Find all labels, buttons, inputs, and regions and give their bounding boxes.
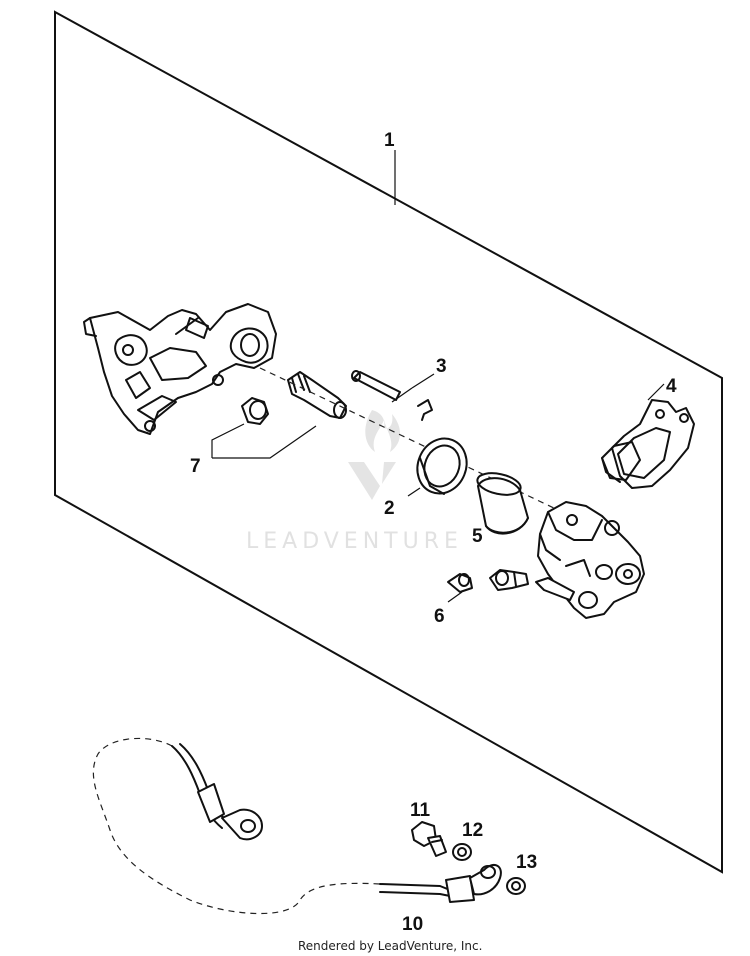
leader-3 xyxy=(391,387,413,403)
callout-6: 6 xyxy=(434,606,445,627)
watermark-text: LEADVENTURE xyxy=(246,529,463,554)
bracket-pin-kit xyxy=(241,371,347,425)
callout-13: 13 xyxy=(516,852,537,873)
caliper-bracket xyxy=(83,303,277,435)
caliper-body xyxy=(535,501,645,619)
leader-2 xyxy=(407,487,421,497)
sealing-washer-upper xyxy=(452,843,472,861)
callout-11: 11 xyxy=(410,800,431,821)
callout-10: 10 xyxy=(402,914,423,935)
bleeder-kit xyxy=(447,569,529,593)
rendered-by-footer: Rendered by LeadVenture, Inc. xyxy=(298,939,482,953)
caliper-piston xyxy=(476,472,529,535)
leader-4 xyxy=(647,383,665,401)
callout-3: 3 xyxy=(436,356,447,377)
callout-4: 4 xyxy=(666,376,677,397)
banjo-bolt xyxy=(411,821,447,857)
brake-pads xyxy=(601,399,695,489)
leader-7a xyxy=(211,423,245,458)
kit-panel xyxy=(54,10,723,874)
leader-6 xyxy=(447,591,463,603)
callout-12: 12 xyxy=(462,820,483,841)
piston-seal xyxy=(416,437,468,495)
pad-pin-kit xyxy=(351,370,433,421)
leader-7b xyxy=(212,425,317,459)
callout-1: 1 xyxy=(384,130,395,151)
watermark: LEADVENTURE xyxy=(246,410,463,554)
callout-2: 2 xyxy=(384,498,395,519)
sealing-washer-lower xyxy=(506,877,526,895)
callout-5: 5 xyxy=(472,526,483,547)
brake-hose-assembly xyxy=(92,737,502,915)
callout-7: 7 xyxy=(190,456,201,477)
leader-3b xyxy=(411,373,435,389)
